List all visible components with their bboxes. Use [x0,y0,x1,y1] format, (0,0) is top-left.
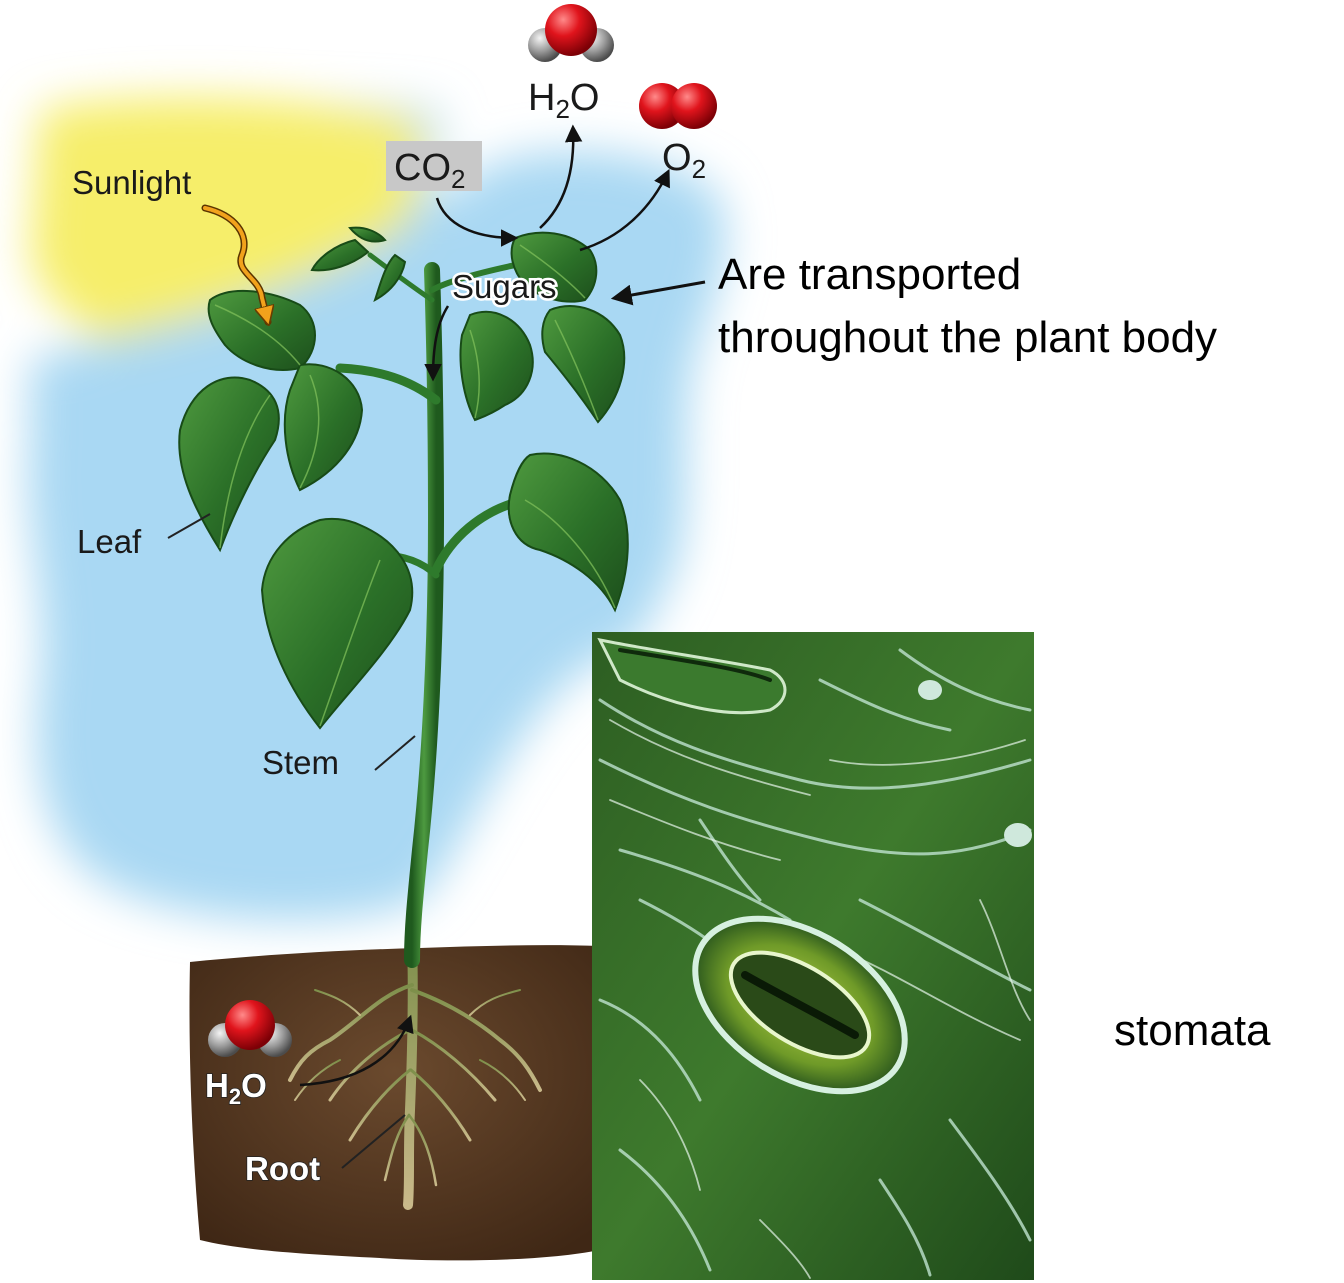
label-h2o-top: H2O [528,77,599,124]
annotation-transport-line1: Are transported [718,250,1021,299]
label-stem: Stem [262,744,339,781]
stomata-micrograph [592,632,1034,1280]
label-o2: O2 [662,137,706,184]
label-leaf: Leaf [77,523,142,560]
annotation-stomata: stomata [1114,1006,1271,1055]
h2o-molecule-top [528,4,614,62]
annotation-transport-line2: throughout the plant body [718,313,1217,362]
o2-molecule [639,83,717,129]
label-sugars: Sugars [452,268,557,305]
label-root: Root [245,1150,320,1187]
label-sunlight: Sunlight [72,164,191,201]
